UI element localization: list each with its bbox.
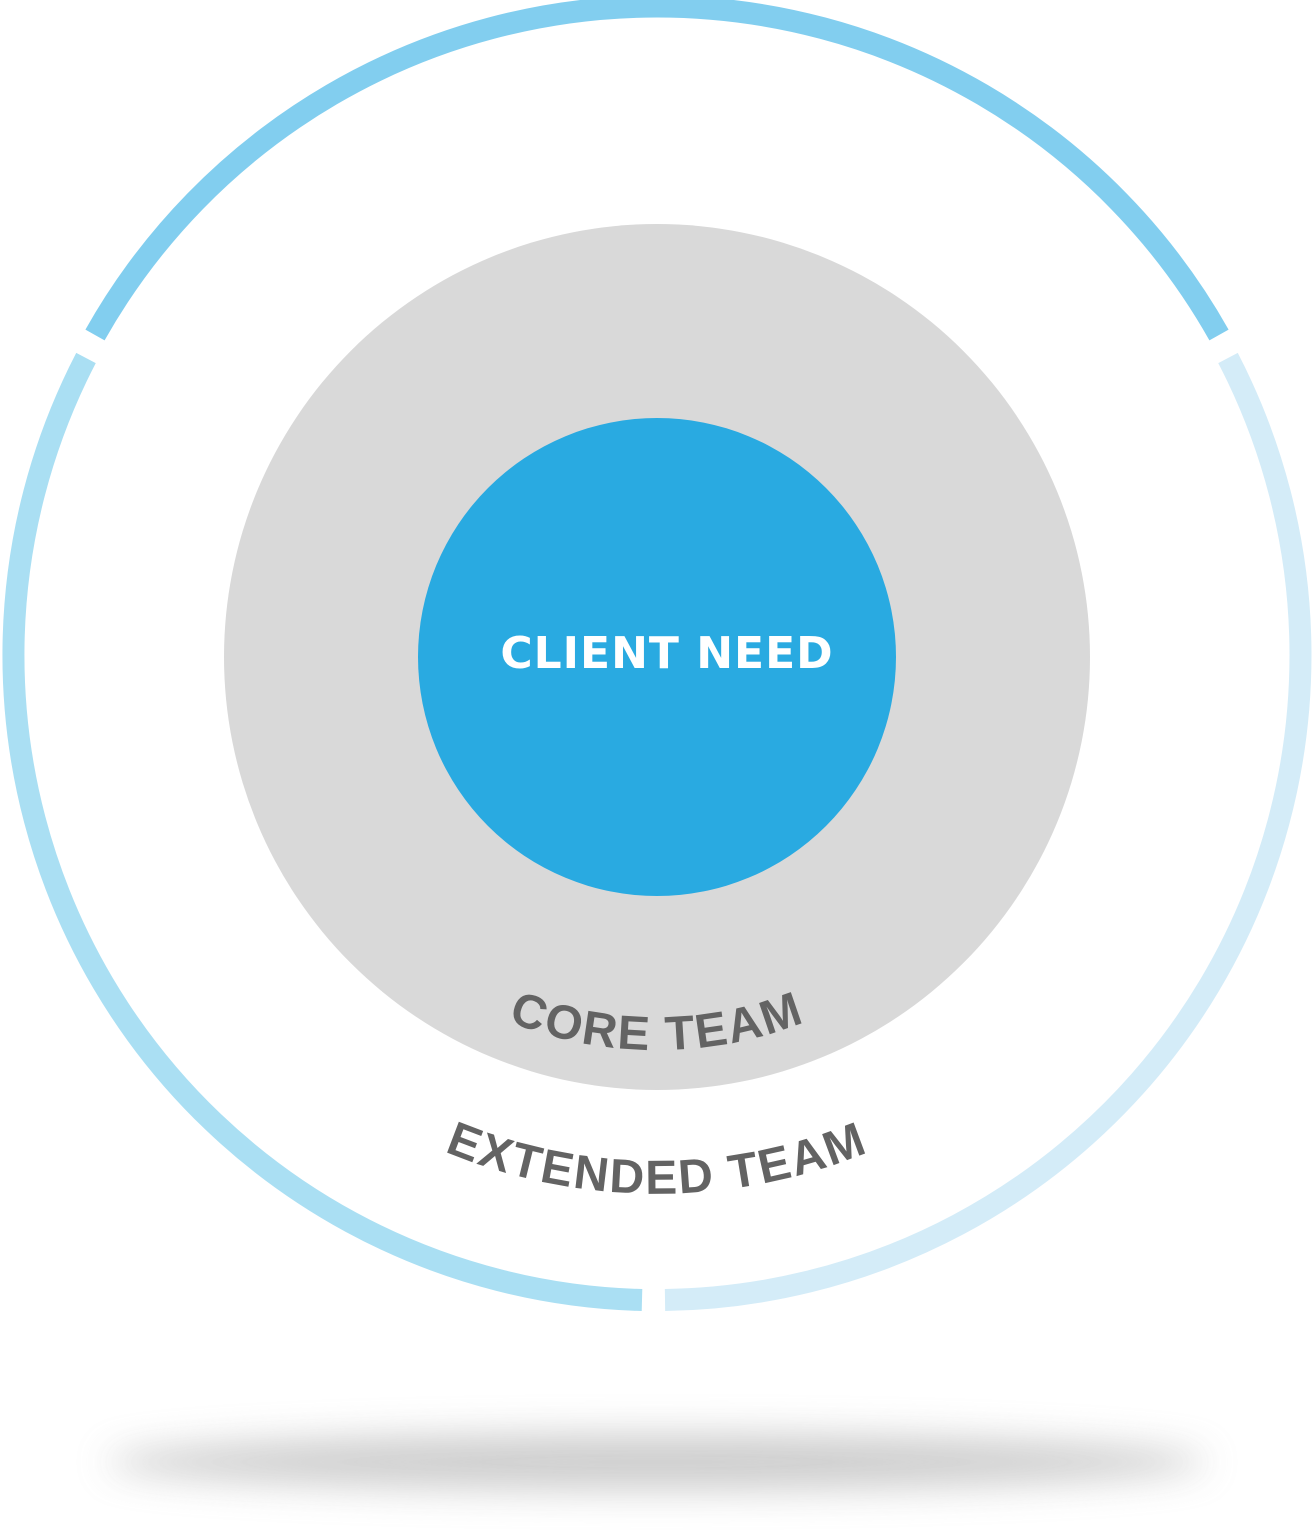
extended-ring-left-arc	[2, 352, 643, 1311]
extended-team-label: EXTENDED TEAM	[440, 1112, 874, 1205]
client-need-circle	[418, 418, 896, 896]
diagram-shadow	[107, 1434, 1207, 1490]
extended-ring-right-arc	[664, 352, 1312, 1311]
client-need-label: CLIENT NEED	[500, 628, 833, 679]
extended-ring-top-arc	[85, 0, 1229, 341]
